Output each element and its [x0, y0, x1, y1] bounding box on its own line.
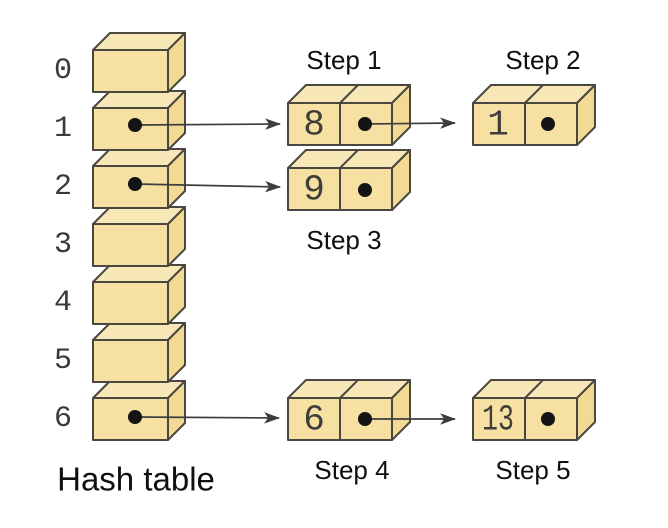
hash-slot-box-3	[92, 206, 186, 267]
arrow-slot1-to-step1	[134, 118, 282, 130]
step-label-4: Step 4	[314, 455, 389, 485]
step-label-2: Step 2	[505, 45, 580, 75]
hash-slot-box-4	[92, 264, 186, 325]
slot-label-2: 2	[54, 170, 72, 204]
arrow-step1-to-step2	[364, 117, 457, 129]
step-label-1: Step 1	[306, 45, 381, 75]
step-label-3: Step 3	[306, 225, 381, 255]
hash-slot-box-6	[92, 380, 186, 441]
hash-table-title: Hash table	[57, 461, 215, 498]
hash-slot-box-5	[92, 322, 186, 383]
slot-label-6: 6	[54, 402, 72, 436]
slot-label-0: 0	[54, 54, 72, 88]
pointer-dot-step4	[358, 412, 372, 426]
arrow-slot6-to-step4	[134, 412, 281, 424]
pointer-dot-slot-2	[128, 177, 142, 191]
node-value-step5: 13	[482, 400, 514, 441]
arrow-slot2-to-step3	[134, 180, 282, 193]
slot-label-1: 1	[54, 112, 72, 146]
slot-label-3: 3	[54, 228, 72, 262]
step-label-5: Step 5	[495, 455, 570, 485]
pointer-dot-step2	[541, 117, 555, 131]
pointer-dot-slot-1	[128, 118, 142, 132]
node-value-step2: 1	[487, 105, 509, 146]
pointer-dot-slot-6	[128, 410, 142, 424]
hash-slot-box-0	[92, 32, 186, 93]
pointer-dot-step3	[358, 183, 372, 197]
node-value-step1: 8	[303, 105, 325, 146]
node-value-step4: 6	[303, 400, 325, 441]
slot-label-4: 4	[54, 286, 72, 320]
node-value-step3: 9	[303, 170, 325, 211]
pointer-dot-step1	[358, 117, 372, 131]
pointer-dot-step5	[541, 412, 555, 426]
slot-label-5: 5	[54, 344, 72, 378]
